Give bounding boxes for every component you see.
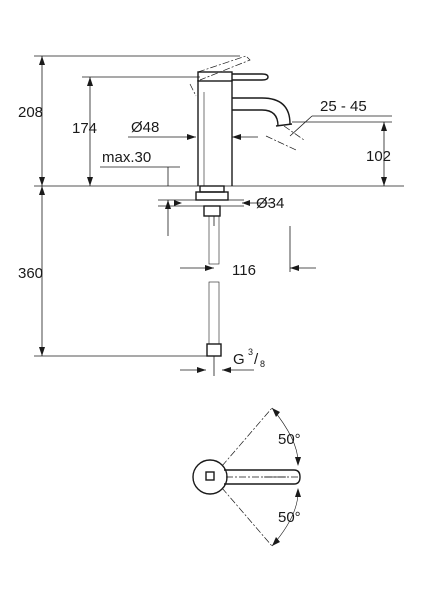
- label-102: 102: [366, 148, 391, 165]
- label-angle-top: 50°: [278, 431, 301, 448]
- dim-102: [292, 121, 392, 186]
- label-174: 174: [72, 120, 97, 137]
- label-diameter-48: Ø48: [131, 119, 159, 136]
- dim-116: [180, 226, 316, 272]
- supply-hose: [206, 215, 222, 376]
- label-116: 116: [232, 262, 256, 279]
- plan-view: [192, 407, 301, 547]
- mounting-assembly: [158, 185, 274, 226]
- label-max-30: max.30: [102, 149, 151, 166]
- dim-diameter-48: [128, 134, 258, 140]
- label-thread-slash: /: [254, 351, 259, 368]
- label-angle-bottom: 50°: [278, 509, 301, 526]
- label-360: 360: [18, 265, 43, 282]
- label-angle-range: 25 - 45: [320, 98, 367, 115]
- dim-max-30: [100, 166, 180, 236]
- dim-angle-range: [289, 115, 392, 137]
- dim-174: [82, 76, 200, 186]
- label-thread-den: 8: [260, 359, 265, 369]
- dim-thread: [180, 367, 254, 373]
- label-208: 208: [18, 104, 43, 121]
- dim-208: [34, 55, 240, 357]
- label-diameter-34: Ø34: [256, 195, 284, 212]
- faucet-body: [189, 55, 305, 186]
- label-thread-num: 3: [248, 347, 253, 357]
- label-thread-g: G: [233, 351, 245, 368]
